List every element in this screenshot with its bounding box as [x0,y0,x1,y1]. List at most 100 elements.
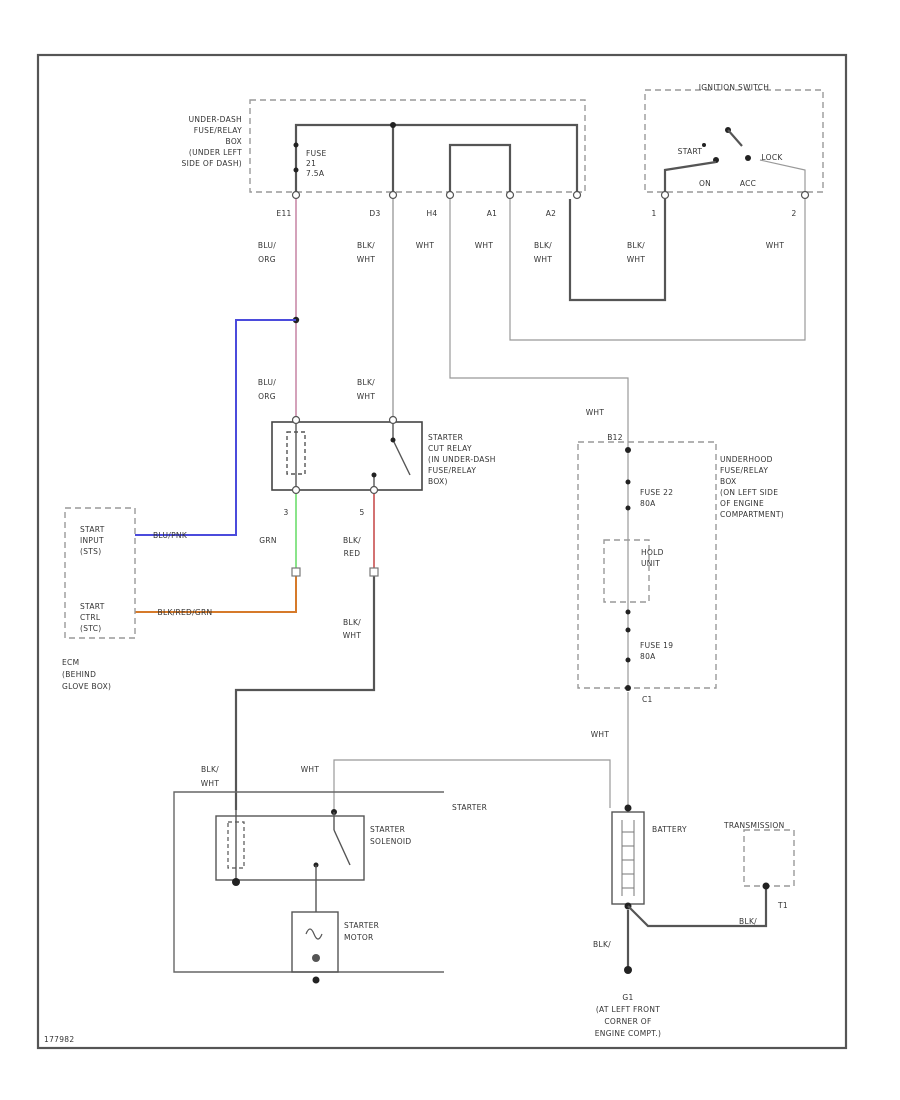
svg-text:3: 3 [283,508,288,517]
svg-text:BLU/: BLU/ [258,378,276,387]
svg-text:TRANSMISSION: TRANSMISSION [723,821,785,830]
svg-text:UNIT: UNIT [641,559,660,568]
svg-text:BLK/: BLK/ [357,241,375,250]
svg-text:WHT: WHT [591,730,610,739]
svg-text:RED: RED [344,549,361,558]
svg-text:SOLENOID: SOLENOID [370,837,411,846]
svg-text:OF ENGINE: OF ENGINE [720,499,764,508]
svg-text:WHT: WHT [357,392,376,401]
svg-text:WHT: WHT [586,408,605,417]
svg-text:BOX): BOX) [428,477,448,486]
svg-text:FUSE: FUSE [306,149,327,158]
starter-solenoid: STARTER SOLENOID [215,809,411,912]
svg-text:(STS): (STS) [80,547,101,556]
wire-blk-transmission [627,886,768,928]
hold-unit: HOLD UNIT [603,539,664,603]
ignition-switch-label: IGNITION SWITCH [699,83,769,92]
svg-text:H4: H4 [426,209,437,218]
svg-text:ORG: ORG [258,255,276,264]
svg-text:G1: G1 [622,993,633,1002]
svg-text:7.5A: 7.5A [306,169,325,178]
svg-text:WHT: WHT [343,631,362,640]
svg-text:BLK/: BLK/ [201,765,219,774]
svg-text:B12: B12 [607,433,623,442]
svg-text:STARTER: STARTER [428,433,463,442]
svg-text:HOLD: HOLD [641,548,664,557]
svg-text:FUSE/RELAY: FUSE/RELAY [428,466,476,475]
svg-text:BLK/: BLK/ [627,241,645,250]
diagram-frame [36,53,848,1050]
wire-blk-wht-a2 [568,199,667,302]
ecm-start-input: START INPUT (STS) [80,525,105,556]
svg-text:D3: D3 [369,209,380,218]
svg-text:UNDER-DASH: UNDER-DASH [189,115,242,124]
wire-orange-stc [135,572,297,613]
ignition-switch-contacts: START LOCK ON ACC [678,127,783,188]
fuse-19: FUSE 19 80A [625,627,673,663]
svg-text:WHT: WHT [766,241,785,250]
svg-text:(AT LEFT FRONT: (AT LEFT FRONT [596,1005,660,1014]
wire-wht-battery-solenoid [333,759,611,812]
svg-text:(ON LEFT SIDE: (ON LEFT SIDE [720,488,778,497]
svg-text:WHT: WHT [357,255,376,264]
svg-text:(UNDER LEFT: (UNDER LEFT [189,148,242,157]
svg-text:BLK/: BLK/ [739,917,757,926]
starter-cut-relay-label: STARTER CUT RELAY (IN UNDER-DASH FUSE/RE… [428,433,496,486]
svg-text:BLK/: BLK/ [357,378,375,387]
svg-text:BLK/: BLK/ [534,241,552,250]
svg-text:2: 2 [791,209,796,218]
svg-text:BLK/: BLK/ [593,940,611,949]
underdash-fuse-relay-box [249,99,586,193]
svg-text:A1: A1 [487,209,498,218]
svg-text:CUT RELAY: CUT RELAY [428,444,472,453]
svg-text:BOX: BOX [720,477,736,486]
svg-text:80A: 80A [640,499,656,508]
svg-text:BLU/: BLU/ [258,241,276,250]
svg-text:COMPARTMENT): COMPARTMENT) [720,510,784,519]
diagram-id: 177982 [44,1035,74,1044]
wire-blk-wht-starter [234,572,376,810]
svg-text:LOCK: LOCK [761,153,783,162]
underdash-pin-labels: E11 D3 H4 A1 A2 [276,209,556,218]
fuse-22: FUSE 22 80A [625,479,673,511]
svg-text:STARTER: STARTER [370,825,405,834]
svg-text:UNDERHOOD: UNDERHOOD [720,455,773,464]
svg-text:GLOVE BOX): GLOVE BOX) [62,682,111,691]
svg-text:C1: C1 [642,695,653,704]
svg-text:FUSE 22: FUSE 22 [640,488,673,497]
relay-switch [371,422,411,490]
svg-text:ACC: ACC [740,179,756,188]
svg-text:(STC): (STC) [80,624,102,633]
ecm-box [64,507,136,639]
svg-text:MOTOR: MOTOR [344,933,374,942]
fuse-21: FUSE 21 7.5A [293,142,327,178]
svg-text:BLK/: BLK/ [343,618,361,627]
svg-text:E11: E11 [276,209,291,218]
svg-text:BLK/: BLK/ [343,536,361,545]
svg-text:GRN: GRN [259,536,277,545]
underdash-connectors [291,190,582,200]
underdash-box-label: UNDER-DASH FUSE/RELAY BOX (UNDER LEFT SI… [182,115,242,168]
svg-text:WHT: WHT [627,255,646,264]
ecm-start-ctrl: START CTRL (STC) [80,602,105,633]
svg-text:WHT: WHT [475,241,494,250]
svg-text:ENGINE COMPT.): ENGINE COMPT.) [595,1029,661,1038]
wire-wht-h4 [449,199,629,430]
svg-text:START: START [80,602,105,611]
svg-text:STARTER: STARTER [344,921,379,930]
starter-outline [173,791,444,973]
starter-motor: STARTER MOTOR [291,911,379,984]
svg-text:(IN UNDER-DASH: (IN UNDER-DASH [428,455,496,464]
svg-text:SIDE OF DASH): SIDE OF DASH) [182,159,242,168]
starter-label: STARTER [452,803,487,812]
svg-text:WHT: WHT [201,779,220,788]
svg-text:START: START [80,525,105,534]
svg-text:ECM: ECM [62,658,79,667]
stc-wire-label: BLK/RED/GRN [158,608,213,617]
wire-labels-top: BLU/ ORG BLK/ WHT WHT WHT BLK/ WHT BLK/ … [258,241,784,401]
svg-text:FUSE/RELAY: FUSE/RELAY [194,126,242,135]
ecm-label: ECM (BEHIND GLOVE BOX) [62,658,111,691]
svg-text:START: START [678,147,703,156]
svg-text:5: 5 [359,508,364,517]
svg-text:FUSE 19: FUSE 19 [640,641,673,650]
